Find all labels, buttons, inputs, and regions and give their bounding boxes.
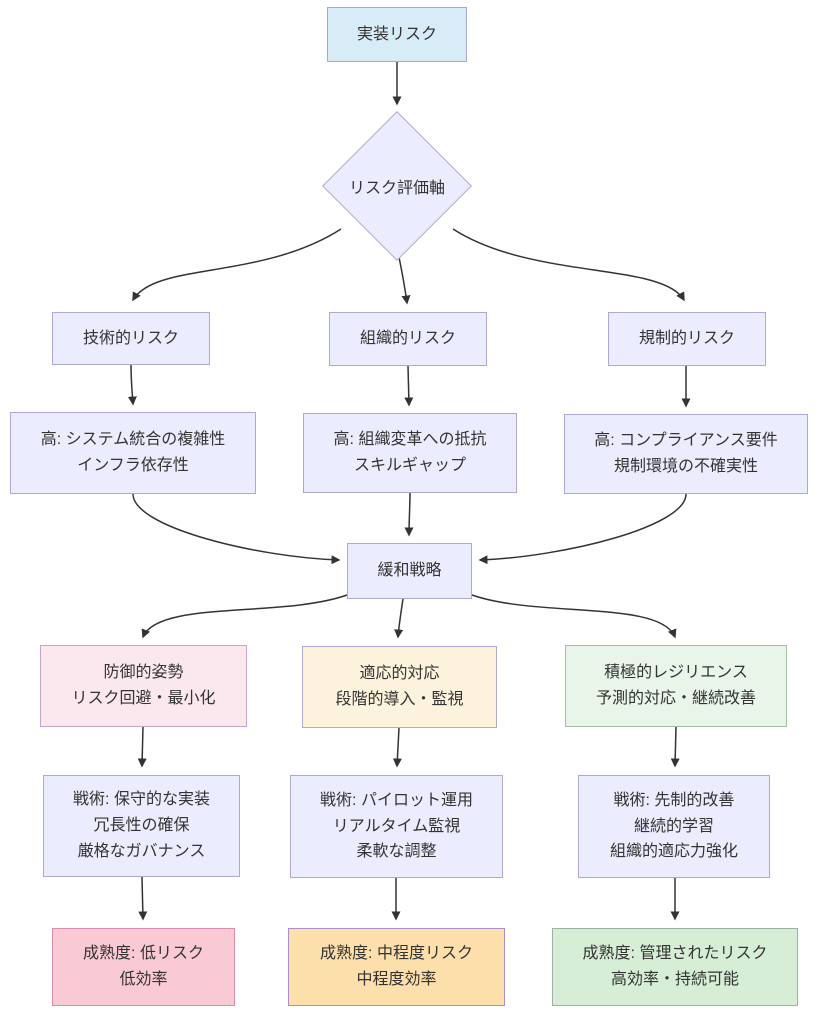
edge-mitigation-to-adaptive — [394, 598, 404, 639]
edge-proactive-to-tactic — [670, 726, 680, 768]
node-organizational-risk-detail: 高: 組織変革への抵抗 スキルギャップ — [303, 413, 517, 493]
node-maturity-low-risk: 成熟度: 低リスク 低効率 — [52, 928, 235, 1006]
edge-decision-to-regulatory — [452, 228, 685, 302]
edge-regdetail-to-mitigation — [478, 493, 687, 565]
node-adaptive-tactics: 戦術: パイロット運用 リアルタイム監視 柔軟な調整 — [290, 775, 503, 878]
edge-adaptive-to-tactic — [392, 727, 402, 768]
node-technical-risk: 技術的リスク — [52, 312, 210, 365]
edge-orgdetail-to-mitigation — [404, 492, 414, 537]
edge-mitigation-to-defensive — [141, 594, 348, 639]
edge-organizational-to-detail — [404, 365, 414, 407]
edge-mitigation-to-proactive — [471, 594, 677, 639]
node-risk-evaluation-axis: リスク評価軸 — [348, 180, 445, 197]
node-implementation-risk: 実装リスク — [327, 7, 467, 62]
node-adaptive-response: 適応的対応 段階的導入・監視 — [302, 646, 497, 728]
edge-techdetail-to-mitigation — [132, 493, 341, 565]
edge-defensive-to-tactic — [137, 726, 147, 768]
node-proactive-resilience: 積極的レジリエンス 予測的対応・継続改善 — [565, 645, 787, 727]
edge-decision-to-technical — [132, 228, 342, 302]
node-organizational-risk: 組織的リスク — [329, 312, 487, 366]
edge-decision-to-organizational — [398, 256, 411, 305]
node-defensive-tactics: 戦術: 保守的な実装 冗長性の確保 厳格なガバナンス — [43, 775, 240, 877]
edge-deftactic-to-maturity — [138, 876, 148, 921]
node-regulatory-risk: 規制的リスク — [608, 312, 766, 366]
node-maturity-managed-risk: 成熟度: 管理されたリスク 高効率・持続可能 — [552, 928, 798, 1006]
node-proactive-tactics: 戦術: 先制的改善 継続的学習 組織的適応力強化 — [578, 775, 770, 878]
edge-technical-to-detail — [127, 364, 137, 406]
node-technical-risk-detail: 高: システム統合の複雑性 インフラ依存性 — [10, 412, 256, 494]
node-mitigation-strategy: 緩和戦略 — [347, 543, 472, 599]
node-maturity-medium-risk: 成熟度: 中程度リスク 中程度効率 — [288, 928, 505, 1006]
node-regulatory-risk-detail: 高: コンプライアンス要件 規制環境の不確実性 — [564, 414, 808, 494]
node-defensive-posture: 防御的姿勢 リスク回避・最小化 — [40, 645, 247, 727]
